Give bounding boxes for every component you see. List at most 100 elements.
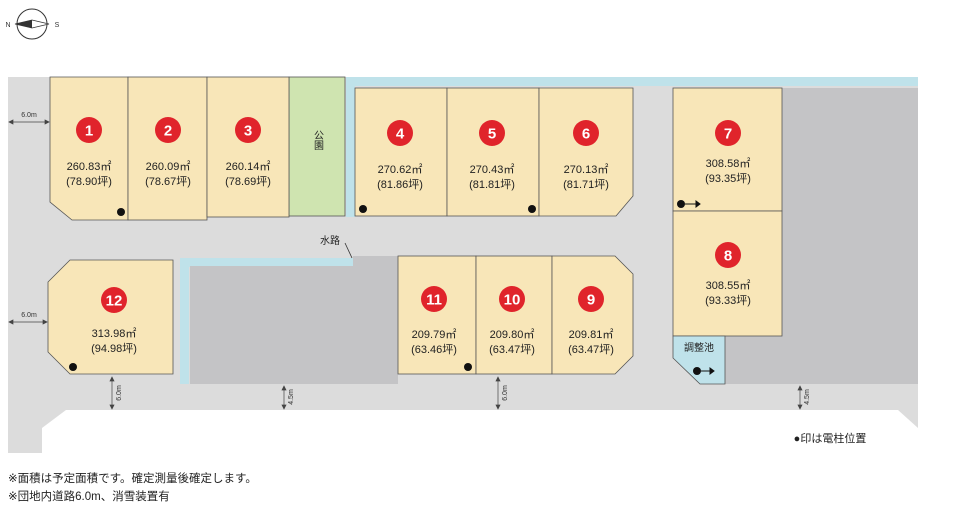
lot-7-shape xyxy=(672,87,783,212)
lot-9-shape xyxy=(551,255,634,375)
lot-8-number: 8 xyxy=(724,248,732,265)
lot-9-tsubo: (63.47坪) xyxy=(568,343,614,356)
lot-4-shape xyxy=(354,87,448,217)
dimensions xyxy=(8,119,803,410)
lot-11-marker xyxy=(421,286,447,312)
lot-1-number: 1 xyxy=(85,123,93,140)
lot-6-area: 270.13㎡ xyxy=(564,163,609,176)
lot-3-number: 3 xyxy=(244,123,252,140)
lot-10-area: 209.80㎡ xyxy=(490,328,535,341)
note-area: ※面積は予定面積です。確定測量後確定します。 xyxy=(8,473,257,485)
lot-areas: 260.83㎡ (78.90坪) 260.09㎡ (78.67坪) 260.14… xyxy=(66,157,751,356)
pole-lot-1 xyxy=(117,208,125,216)
lot-markers: 1 2 3 4 5 6 7 8 12 11 10 9 xyxy=(76,117,741,313)
lot-6-number: 6 xyxy=(582,126,590,143)
lot-8-area: 308.55㎡ xyxy=(706,279,751,292)
lot-7-marker xyxy=(715,120,741,146)
lot-4-number: 4 xyxy=(396,126,405,143)
waterway-top xyxy=(346,77,918,86)
south-white-block xyxy=(42,410,918,453)
compass-south: S xyxy=(55,22,60,29)
lot-6-shape xyxy=(538,87,634,217)
lot-11-tsubo: (63.46坪) xyxy=(411,343,457,356)
lot-9-area: 209.81㎡ xyxy=(569,328,614,341)
park xyxy=(288,76,346,217)
lot-12-marker xyxy=(101,287,127,313)
outer-white-right xyxy=(918,77,960,453)
lot-10-tsubo: (63.47坪) xyxy=(489,343,535,356)
lot-11-shape xyxy=(397,255,477,375)
waterway-vertical xyxy=(346,77,355,217)
dim-6m-center: 6.0m xyxy=(502,385,509,401)
gray-block-center xyxy=(190,256,398,384)
lot-8-tsubo: (93.33坪) xyxy=(705,294,751,307)
lot-7-number: 7 xyxy=(724,126,732,143)
dim-6m-mid: 6.0m xyxy=(21,312,37,319)
pole-arrows xyxy=(685,200,715,375)
lot-10-marker xyxy=(499,286,525,312)
lot-9-marker xyxy=(578,286,604,312)
lot-1-area: 260.83㎡ xyxy=(67,160,112,173)
waterway-lower-vert xyxy=(180,258,189,384)
pole-lot-4 xyxy=(359,205,367,213)
lot-5-marker xyxy=(479,120,505,146)
lot-12-area: 313.98㎡ xyxy=(92,327,137,340)
waterway-label: 水路 xyxy=(320,234,340,247)
compass-icon: N S xyxy=(5,8,60,40)
lot-2-number: 2 xyxy=(164,123,172,140)
pole-lot-12 xyxy=(69,363,77,371)
lot-3-area: 260.14㎡ xyxy=(226,160,271,173)
pond-label: 調整池 xyxy=(684,341,714,354)
lot-1-tsubo: (78.90坪) xyxy=(66,175,112,188)
lot-12-tsubo: (94.98坪) xyxy=(91,342,137,355)
lot-8-shape xyxy=(672,210,783,337)
lot-7-tsubo: (93.35坪) xyxy=(705,172,751,185)
lot-3-marker xyxy=(235,117,261,143)
lot-4-area: 270.62㎡ xyxy=(378,163,423,176)
gray-block-right xyxy=(725,88,918,384)
lot-3-shape xyxy=(206,76,290,218)
lot-12-shape xyxy=(47,259,174,375)
lot-2-shape xyxy=(127,76,208,221)
waterway-leader xyxy=(344,242,353,259)
utility-poles xyxy=(69,200,701,375)
lots xyxy=(47,76,783,375)
dim-45-left: 4.5m xyxy=(288,389,295,405)
dim-45-right: 4.5m xyxy=(804,389,811,405)
lot-12-number: 12 xyxy=(106,293,123,310)
lot-2-marker xyxy=(155,117,181,143)
lot-5-tsubo: (81.81坪) xyxy=(469,178,515,191)
lot-11-number: 11 xyxy=(426,292,442,309)
lot-2-tsubo: (78.67坪) xyxy=(145,175,191,188)
lot-5-number: 5 xyxy=(488,126,496,143)
lot-10-number: 10 xyxy=(504,292,521,309)
lot-10-shape xyxy=(475,255,553,375)
lot-3-tsubo: (78.69坪) xyxy=(225,175,271,188)
lot-5-shape xyxy=(446,87,540,217)
waterway-lower xyxy=(180,258,355,267)
lot-5-area: 270.43㎡ xyxy=(470,163,515,176)
pole-legend: ●印は電柱位置 xyxy=(794,431,867,445)
lot-7-area: 308.58㎡ xyxy=(706,157,751,170)
pole-lot-7 xyxy=(677,200,685,208)
dim-6m-left: 6.0m xyxy=(116,385,123,401)
pole-lot-5 xyxy=(528,205,536,213)
park-label: 公園 xyxy=(312,130,324,151)
note-road: ※団地内道路6.0m、消雪装置有 xyxy=(8,491,170,503)
pole-pond xyxy=(693,367,701,375)
lot-1-shape xyxy=(49,76,129,221)
compass-north: N xyxy=(5,22,10,29)
lot-8-marker xyxy=(715,242,741,268)
lot-6-marker xyxy=(573,120,599,146)
lot-4-marker xyxy=(387,120,413,146)
park-text: 公園 xyxy=(312,130,324,151)
lot-6-tsubo: (81.71坪) xyxy=(563,178,609,191)
pole-lot-11 xyxy=(464,363,472,371)
lot-4-tsubo: (81.86坪) xyxy=(377,178,423,191)
lot-1-marker xyxy=(76,117,102,143)
dim-6m-top: 6.0m xyxy=(21,112,37,119)
lot-2-area: 260.09㎡ xyxy=(146,160,191,173)
lot-9-number: 9 xyxy=(587,292,595,309)
lot-11-area: 209.79㎡ xyxy=(412,328,457,341)
